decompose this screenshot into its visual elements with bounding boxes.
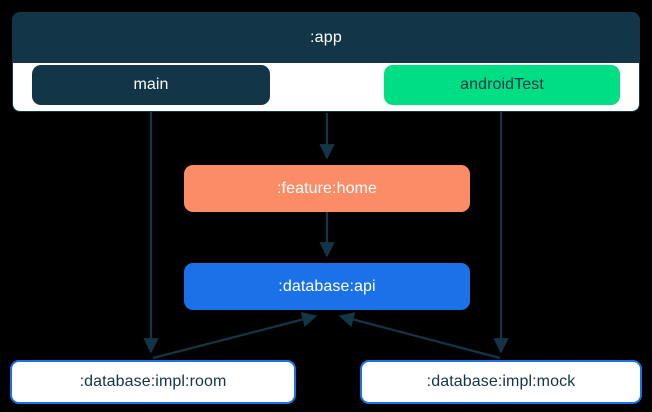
edge-database-impl-room-to-database-api bbox=[152, 312, 318, 360]
node-feature-home[interactable]: :feature:home bbox=[184, 165, 470, 212]
node-database-api[interactable]: :database:api bbox=[184, 263, 470, 310]
node-feature-home-label: :feature:home bbox=[276, 179, 378, 197]
node-android-test[interactable]: androidTest bbox=[384, 65, 620, 105]
node-main[interactable]: main bbox=[32, 65, 270, 105]
edge-database-impl-mock-to-database-api bbox=[338, 312, 501, 360]
cluster-app-title: :app bbox=[13, 13, 639, 63]
node-database-impl-room[interactable]: :database:impl:room bbox=[10, 360, 296, 404]
node-database-impl-room-label: :database:impl:room bbox=[79, 373, 227, 390]
node-database-impl-mock-label: :database:impl:mock bbox=[426, 373, 576, 390]
node-main-label: main bbox=[133, 76, 169, 93]
node-android-test-label: androidTest bbox=[460, 76, 544, 93]
node-database-impl-mock[interactable]: :database:impl:mock bbox=[360, 360, 642, 404]
node-database-api-label: :database:api bbox=[278, 277, 376, 295]
